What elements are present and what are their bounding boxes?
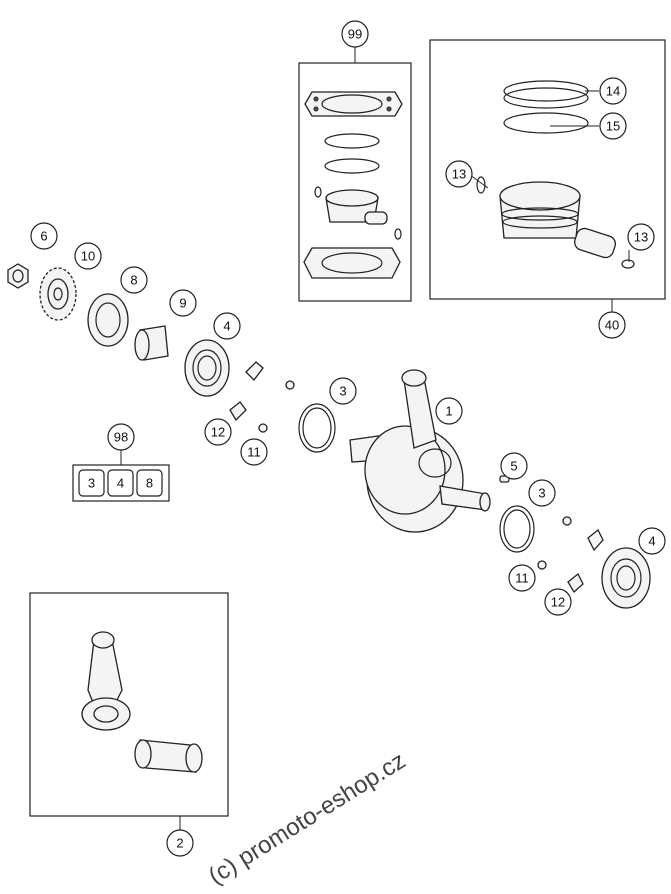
callout-99: 99 xyxy=(341,20,369,48)
svg-text:14: 14 xyxy=(606,84,620,99)
svg-text:1: 1 xyxy=(445,404,452,419)
main-bearing-right xyxy=(601,547,651,609)
primary-gear xyxy=(39,267,77,321)
svg-text:98: 98 xyxy=(114,430,128,445)
oil-nozzle-upper xyxy=(245,361,264,381)
circlip-left xyxy=(476,176,486,194)
nut xyxy=(7,263,29,289)
svg-text:3: 3 xyxy=(339,384,346,399)
callout-9: 9 xyxy=(169,289,197,317)
callout-1: 1 xyxy=(435,397,463,425)
callout-6: 6 xyxy=(30,222,58,250)
svg-text:9: 9 xyxy=(179,296,186,311)
main-bearing-left xyxy=(184,339,230,397)
kit-99-contents xyxy=(303,91,403,279)
callout-10: 10 xyxy=(74,242,102,270)
svg-text:3: 3 xyxy=(538,486,545,501)
svg-text:4: 4 xyxy=(648,534,655,549)
callout-4-left: 4 xyxy=(213,312,241,340)
screw-right-upper xyxy=(562,516,572,526)
callout-13-right: 13 xyxy=(627,223,655,251)
svg-text:11: 11 xyxy=(515,571,529,586)
kit-98-item-3: 8 xyxy=(146,476,153,491)
thrust-washer-right xyxy=(499,505,535,553)
oil-nozzle-lower xyxy=(229,401,247,422)
svg-text:10: 10 xyxy=(81,249,95,264)
oil-nozzle-right-upper xyxy=(587,528,604,552)
screw-lower xyxy=(258,423,268,433)
svg-text:8: 8 xyxy=(130,273,137,288)
screw-upper xyxy=(285,380,295,390)
svg-text:12: 12 xyxy=(551,595,565,610)
kit-98-contents: 3 4 8 xyxy=(72,464,170,502)
svg-text:40: 40 xyxy=(605,318,619,333)
shaft-seal xyxy=(87,293,129,347)
callout-4-right: 4 xyxy=(638,527,666,555)
callout-11-right: 11 xyxy=(508,564,536,592)
svg-text:15: 15 xyxy=(606,119,620,134)
callout-12-right: 12 xyxy=(544,588,572,616)
callout-14: 14 xyxy=(599,77,627,105)
callout-5: 5 xyxy=(500,452,528,480)
thrust-washer-left xyxy=(298,403,336,453)
spacer-sleeve xyxy=(134,325,169,361)
svg-text:4: 4 xyxy=(223,319,230,334)
kit-98-item-1: 3 xyxy=(88,476,95,491)
piston-rings xyxy=(503,80,589,134)
callout-11-left: 11 xyxy=(240,438,268,466)
kit-40-frame xyxy=(429,39,666,300)
connecting-rod-kit xyxy=(81,631,203,773)
kit-2-frame xyxy=(29,592,229,817)
oil-nozzle-right-lower xyxy=(567,572,584,594)
callout-98: 98 xyxy=(107,423,135,451)
crankshaft xyxy=(349,369,491,533)
callout-13-left: 13 xyxy=(445,160,473,188)
callout-3-right: 3 xyxy=(528,479,556,507)
callout-2: 2 xyxy=(166,829,194,857)
svg-text:12: 12 xyxy=(211,425,225,440)
kit-98-item-2: 4 xyxy=(117,476,124,491)
svg-text:11: 11 xyxy=(247,445,261,460)
svg-text:6: 6 xyxy=(40,229,47,244)
callout-12-left: 12 xyxy=(204,418,232,446)
callout-40: 40 xyxy=(598,311,626,339)
callout-3-left: 3 xyxy=(329,377,357,405)
svg-text:99: 99 xyxy=(348,27,362,42)
screw-right-lower xyxy=(537,560,547,570)
piston-pin xyxy=(574,227,616,259)
svg-text:13: 13 xyxy=(452,167,466,182)
svg-text:2: 2 xyxy=(176,836,183,851)
watermark: (c) promoto-eshop.cz xyxy=(204,747,411,890)
piston xyxy=(499,181,581,239)
circlip-right xyxy=(621,259,635,269)
callout-8: 8 xyxy=(120,266,148,294)
svg-text:13: 13 xyxy=(634,230,648,245)
callout-15: 15 xyxy=(599,112,627,140)
svg-text:5: 5 xyxy=(510,459,517,474)
